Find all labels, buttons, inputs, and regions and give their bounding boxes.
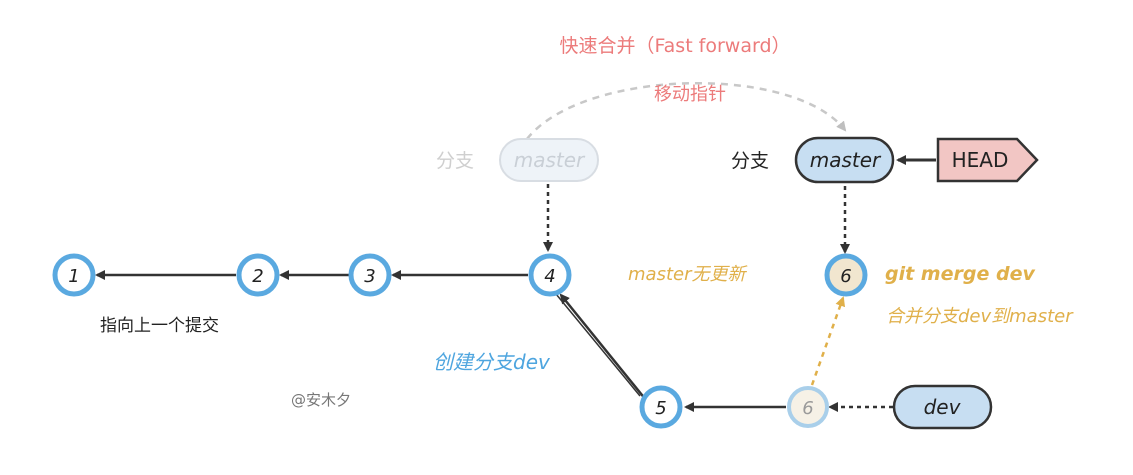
dev-label: dev <box>924 395 962 419</box>
note-parent-pointer: 指向上一个提交 <box>100 316 219 336</box>
dev-pill <box>892 384 993 430</box>
master-prefix: 分支 <box>731 150 769 172</box>
svg-text:4: 4 <box>544 266 555 287</box>
svg-text:2: 2 <box>252 266 263 287</box>
commit-6-on-dev: 6 <box>787 386 829 428</box>
commit-3: 3 <box>348 253 392 297</box>
note-master-unchanged: master无更新 <box>628 264 748 285</box>
svg-text:3: 3 <box>364 266 375 287</box>
note-merge-description: 合并分支dev到master <box>886 306 1074 327</box>
svg-text:5: 5 <box>655 398 666 419</box>
svg-text:6: 6 <box>840 266 851 287</box>
master-label: master <box>810 148 882 172</box>
svg-text:1: 1 <box>68 266 79 287</box>
commit-1: 1 <box>52 253 96 297</box>
fast-forward-arrow <box>518 82 847 151</box>
old-master-prefix: 分支 <box>436 150 474 172</box>
old-master-label: master <box>514 148 586 172</box>
commit-5: 5 <box>639 385 683 429</box>
head-tag <box>936 137 1039 183</box>
commit-2: 2 <box>236 253 280 297</box>
note-create-dev: 创建分支dev <box>433 350 551 374</box>
master-pill <box>794 136 895 184</box>
head-label: HEAD <box>952 148 1009 172</box>
fast-forward-title: 快速合并（Fast forward） <box>559 35 790 57</box>
fast-forward-subtitle: 移动指针 <box>654 84 726 105</box>
note-merge-command: git merge dev <box>885 263 1035 285</box>
commit-5-to-4-sketch-line <box>555 293 641 397</box>
commit-6-on-master: 6 <box>824 253 868 297</box>
commit-4: 4 <box>528 253 572 297</box>
old-master-pill <box>499 138 599 182</box>
commit-5-to-4-arrow <box>559 293 647 401</box>
signature: @安木夕 <box>291 391 351 409</box>
merge-arrow <box>810 296 846 386</box>
svg-text:6: 6 <box>802 398 813 419</box>
